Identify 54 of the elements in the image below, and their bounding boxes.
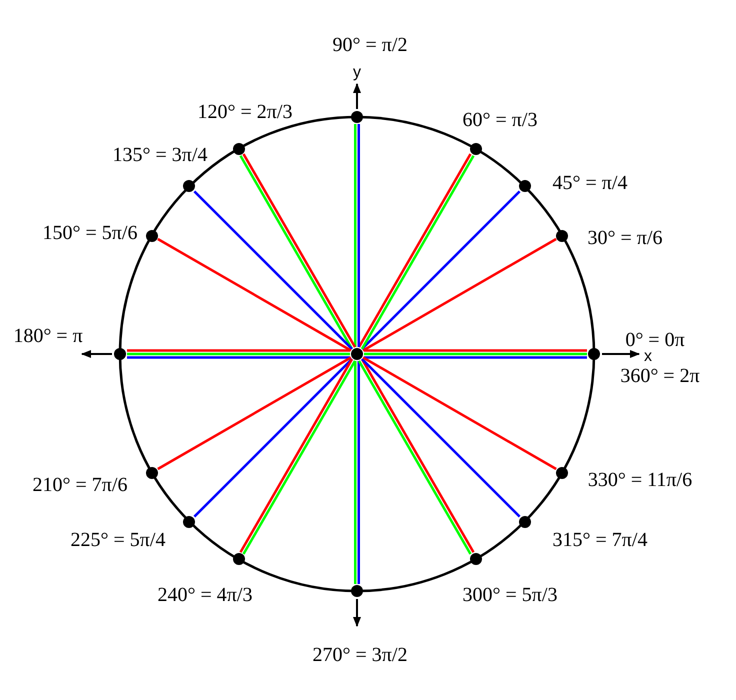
angle-label: 120° = 2π/3 — [198, 102, 292, 122]
circle-point — [518, 180, 531, 192]
angle-label: 240° = 4π/3 — [158, 585, 252, 605]
angle-label: 210° = 7π/6 — [32, 475, 128, 495]
angle-label: 270° = 3π/2 — [312, 645, 408, 665]
radius-line — [127, 356, 350, 359]
radius-line — [354, 124, 356, 347]
origin-point — [351, 348, 363, 360]
radius-line — [354, 361, 356, 584]
angle-label: 45° = π/4 — [552, 173, 628, 193]
circle-point — [232, 553, 244, 566]
radius-line — [364, 356, 587, 359]
axis-label: y — [353, 65, 361, 81]
angle-label: 0° = 0π — [625, 330, 685, 350]
circle-point — [146, 466, 158, 478]
radius-line — [157, 238, 352, 352]
circle-point — [114, 348, 126, 360]
angle-label: 60° = π/3 — [462, 110, 538, 130]
angle-label: 330° = 11π/6 — [588, 470, 692, 490]
circle-point — [556, 466, 568, 478]
radius-line — [358, 361, 360, 584]
angle-label: 180° = π — [13, 326, 83, 346]
radius-line — [361, 358, 521, 518]
radius-line — [193, 358, 353, 518]
circle-point — [183, 516, 196, 528]
circle-point — [518, 516, 531, 528]
circle-point — [351, 111, 363, 123]
angle-label: 225° = 5π/4 — [70, 530, 166, 550]
radius-line — [362, 238, 557, 352]
radius-line — [364, 349, 587, 352]
radius-line — [157, 356, 352, 470]
angle-label: 315° = 7π/4 — [552, 530, 648, 550]
radius-line — [193, 190, 353, 350]
angle-label: 360° = 2π — [620, 366, 700, 386]
circle-point — [556, 230, 568, 242]
radius-line — [358, 124, 360, 347]
radius-line — [362, 356, 557, 470]
circle-point — [232, 142, 244, 155]
angle-label: 90° = π/2 — [332, 35, 408, 55]
radius-line — [127, 352, 350, 356]
circle-point — [351, 585, 363, 597]
circle-point — [588, 348, 600, 360]
circle-point — [470, 553, 482, 566]
axis-label: x — [644, 349, 652, 365]
circle-point — [470, 142, 482, 155]
circle-point — [146, 230, 158, 242]
radius-line — [127, 349, 350, 352]
circle-point — [183, 180, 196, 192]
angle-label: 135° = 3π/4 — [112, 145, 208, 165]
radius-line — [364, 352, 587, 356]
radius-line — [361, 190, 521, 350]
angle-label: 150° = 5π/6 — [42, 223, 138, 243]
angle-label: 300° = 5π/3 — [462, 585, 558, 605]
angle-label: 30° = π/6 — [588, 228, 662, 248]
